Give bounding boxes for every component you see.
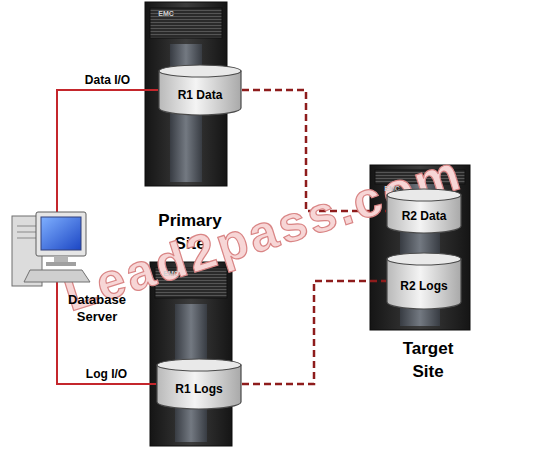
- connector: [57, 90, 158, 192]
- drive-slot: [17, 232, 37, 233]
- disk-volume: R2 Logs: [386, 252, 462, 310]
- io-wire: [56, 282, 58, 338]
- node-label: R1 Data: [178, 78, 223, 102]
- cylinder-body: [157, 365, 241, 409]
- monitor: [36, 212, 86, 256]
- connector: [242, 281, 386, 384]
- node-label: R2 Logs: [400, 269, 447, 293]
- disk-volume: R1 Data: [158, 64, 242, 116]
- monitor-base: [46, 262, 76, 266]
- cylinder-body: [387, 259, 461, 309]
- cabinet-grille: [150, 8, 222, 38]
- monitor-stand: [54, 256, 68, 262]
- storage-cabinet: [145, 2, 227, 186]
- site-title: Target Site: [392, 338, 464, 384]
- drive-slot: [17, 238, 37, 239]
- node-label: R1 Logs: [175, 372, 222, 396]
- brand-logo: EMC: [156, 270, 186, 277]
- cabinet-body: [145, 2, 227, 186]
- cylinder-top: [387, 189, 461, 201]
- monitor-screen: [41, 217, 81, 250]
- cylinder-top: [387, 253, 461, 265]
- server-node: Database Server: [8, 192, 136, 338]
- node-label: Database Server: [62, 292, 132, 326]
- cylinder-top: [159, 65, 241, 77]
- brand-logo: EMC: [151, 10, 181, 17]
- io-wire: [56, 192, 58, 212]
- keyboard: [24, 270, 90, 282]
- node-label: R2 Data: [402, 199, 447, 223]
- disk-volume: R2 Data: [386, 188, 462, 234]
- cylinder-top: [157, 359, 241, 371]
- edge-label: Data I/O: [83, 73, 132, 87]
- drive-slot: [17, 226, 37, 227]
- edge-label: Log I/O: [84, 367, 129, 381]
- disk-volume: R1 Logs: [156, 358, 242, 410]
- connector: [57, 338, 156, 384]
